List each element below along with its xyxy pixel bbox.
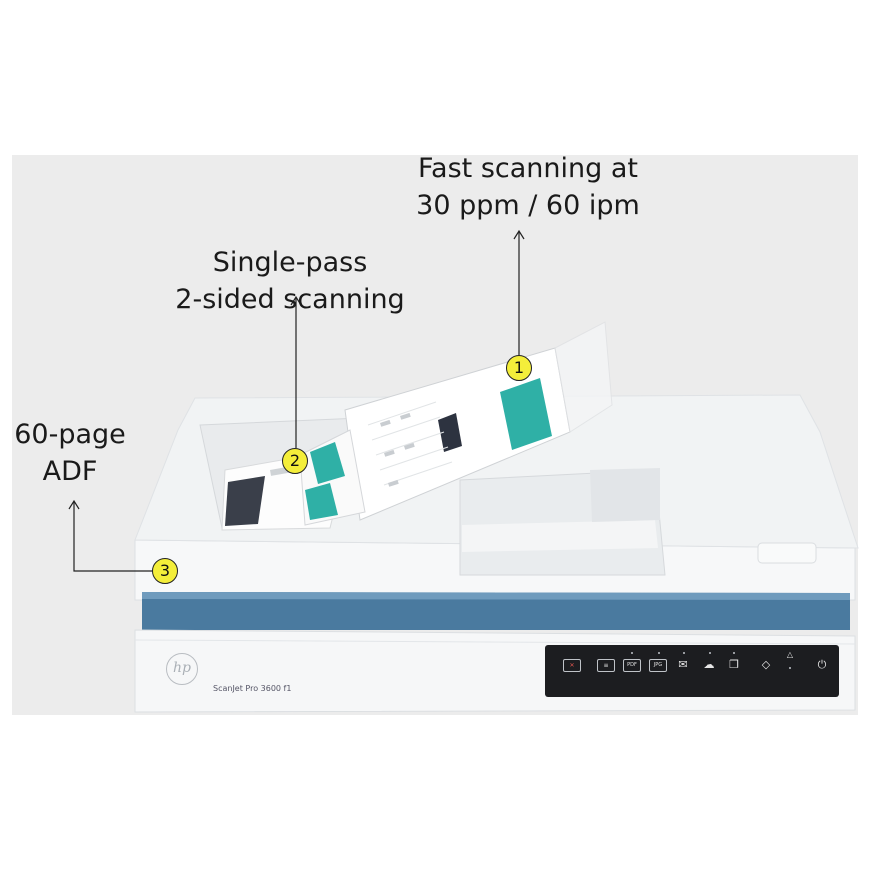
indicator-dot xyxy=(709,652,711,654)
power-icon[interactable]: ⏻ xyxy=(817,658,827,671)
cancel-icon[interactable]: ✕ xyxy=(563,659,581,672)
indicator-dot xyxy=(789,667,791,669)
menu-icon[interactable]: ≡ xyxy=(597,659,615,672)
annotation-2-line1: Single-pass xyxy=(212,247,368,278)
copy-icon[interactable]: ❐ xyxy=(729,658,739,671)
annotation-adf-capacity: 60-page ADF xyxy=(2,416,138,490)
annotation-duplex-scanning: Single-pass 2-sided scanning xyxy=(170,244,410,318)
documents xyxy=(221,321,613,531)
warning-icon: △ xyxy=(786,650,794,659)
indicator-dot xyxy=(658,652,660,654)
model-label: ScanJet Pro 3600 f1 xyxy=(213,684,292,693)
callout-badge-2: 2 xyxy=(282,448,308,474)
annotation-1-line1: Fast scanning at xyxy=(418,153,638,184)
callout-badge-1: 1 xyxy=(506,355,532,381)
annotation-2-line2: 2-sided scanning xyxy=(175,284,405,315)
indicator-dot xyxy=(631,652,633,654)
hp-logo: hp xyxy=(166,653,198,685)
annotation-1-line2: 30 ppm / 60 ipm xyxy=(416,190,640,221)
jpg-scan-icon[interactable]: JPG xyxy=(649,659,667,672)
email-scan-icon[interactable]: ✉ xyxy=(678,658,688,671)
feature-icon[interactable]: ◇ xyxy=(761,658,771,671)
pdf-scan-icon[interactable]: PDF xyxy=(623,659,641,672)
control-panel: ✕ ≡ PDF JPG ✉ ☁ ❐ ◇ △ ⏻ xyxy=(545,645,839,697)
lid-accent-strip xyxy=(142,592,850,630)
indicator-dot xyxy=(733,652,735,654)
indicator-dot xyxy=(683,652,685,654)
callout-lines xyxy=(68,229,525,572)
doc-teal-header xyxy=(310,442,345,484)
annotation-fast-scanning: Fast scanning at 30 ppm / 60 ipm xyxy=(398,150,658,224)
annotation-3-line2: ADF xyxy=(42,456,98,487)
cloud-scan-icon[interactable]: ☁ xyxy=(703,658,715,671)
annotation-3-line1: 60-page xyxy=(14,419,126,450)
callout-badge-3: 3 xyxy=(152,558,178,584)
